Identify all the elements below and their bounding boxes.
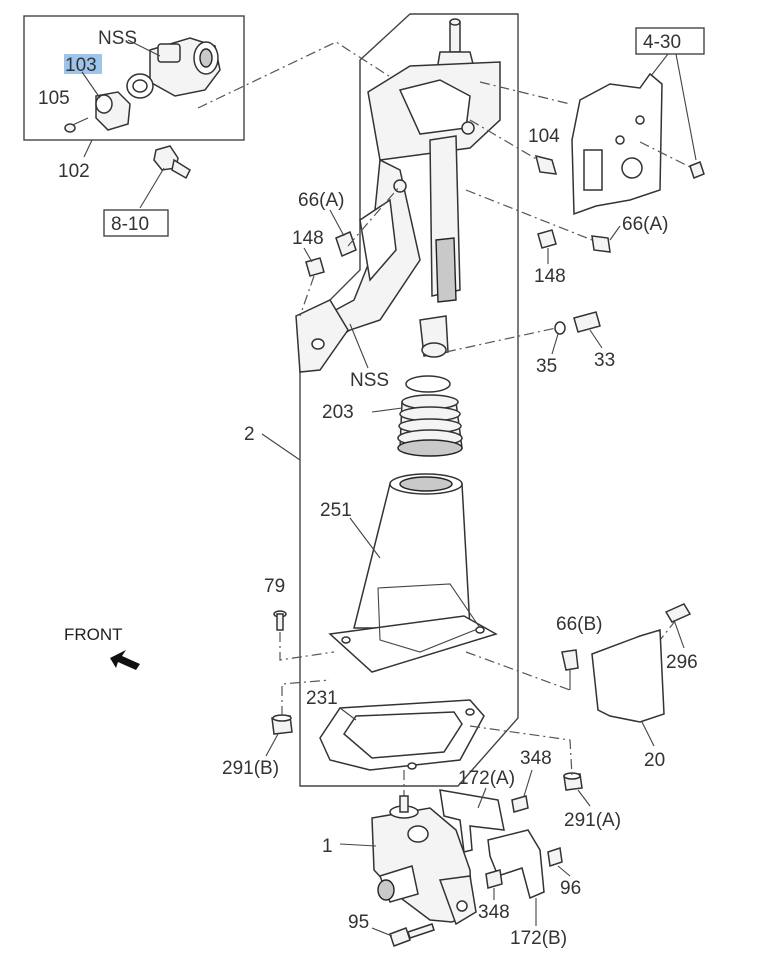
label-103: 103 <box>65 55 97 76</box>
label-nss-mid: NSS <box>350 370 389 391</box>
label-66a-right: 66(A) <box>622 214 668 235</box>
label-2: 2 <box>244 424 255 445</box>
label-296: 296 <box>666 652 698 673</box>
cover-251-part[interactable] <box>328 473 498 673</box>
label-1: 1 <box>322 836 333 857</box>
label-35: 35 <box>536 356 557 377</box>
shift-lever-bracket-part[interactable] <box>295 18 501 373</box>
label-66a-top: 66(A) <box>298 190 344 211</box>
label-front: FRONT <box>64 625 123 644</box>
bolt-66b-part[interactable] <box>561 649 579 690</box>
bolt-95-part[interactable] <box>389 923 435 947</box>
bolt-296-part[interactable] <box>664 603 692 623</box>
bolt-66a-top-part[interactable] <box>335 230 357 258</box>
panel-20-part[interactable] <box>591 629 665 723</box>
assembly-frame <box>299 13 519 787</box>
gasket-231-part[interactable] <box>319 699 485 771</box>
label-172b: 172(B) <box>510 928 567 949</box>
clip-348-top-part[interactable] <box>511 795 529 813</box>
bracket-172b-part[interactable] <box>487 829 545 900</box>
label-4-30: 4-30 <box>643 32 681 53</box>
label-291a: 291(A) <box>564 810 621 831</box>
ref-box-4-30[interactable] <box>635 27 705 55</box>
nss-inset: NSS 103 105 <box>23 15 245 141</box>
label-251: 251 <box>320 500 352 521</box>
label-nss-top: NSS <box>98 28 137 49</box>
label-79: 79 <box>264 576 285 597</box>
label-172a: 172(A) <box>458 768 515 789</box>
label-348-top: 348 <box>520 748 552 769</box>
bracket-172a-part[interactable] <box>439 789 505 853</box>
bolt-104-part[interactable] <box>534 154 558 175</box>
label-105: 105 <box>38 88 70 109</box>
nut-96-part[interactable] <box>547 847 563 867</box>
bolt-66a-right-part[interactable] <box>591 235 611 253</box>
nut-148-right-part[interactable] <box>537 229 557 249</box>
screw-79-part[interactable] <box>273 610 287 631</box>
label-104: 104 <box>528 126 560 147</box>
side-plate-part[interactable] <box>571 72 663 216</box>
label-231: 231 <box>306 688 338 709</box>
ref-box-8-10[interactable] <box>103 209 169 237</box>
highlight-103 <box>64 54 102 74</box>
nut-291b-part[interactable] <box>271 714 293 735</box>
sensor-bolt-part[interactable] <box>153 145 191 180</box>
label-102: 102 <box>58 161 90 182</box>
washer-35-part[interactable] <box>554 321 566 335</box>
connector-103-part[interactable] <box>95 91 131 131</box>
bolt-33-part[interactable] <box>573 311 601 333</box>
front-arrow-icon <box>110 650 140 670</box>
label-33: 33 <box>594 350 615 371</box>
boot-203-part[interactable] <box>397 375 463 457</box>
screw-105-part[interactable] <box>64 117 89 133</box>
screw-4-30-part[interactable] <box>689 161 705 179</box>
label-20: 20 <box>644 750 665 771</box>
label-66b: 66(B) <box>556 614 602 635</box>
label-348-bottom: 348 <box>478 902 510 923</box>
label-96: 96 <box>560 878 581 899</box>
label-8-10: 8-10 <box>111 214 149 235</box>
label-95: 95 <box>348 912 369 933</box>
nss-switch-part[interactable] <box>126 37 221 99</box>
label-148-left: 148 <box>292 228 324 249</box>
label-148-right: 148 <box>534 266 566 287</box>
nut-291a-part[interactable] <box>563 772 583 791</box>
label-291b: 291(B) <box>222 758 279 779</box>
clip-348-bottom-part[interactable] <box>485 869 503 889</box>
label-203: 203 <box>322 402 354 423</box>
shift-unit-1-part[interactable] <box>371 795 477 926</box>
nut-148-left-part[interactable] <box>305 257 325 277</box>
